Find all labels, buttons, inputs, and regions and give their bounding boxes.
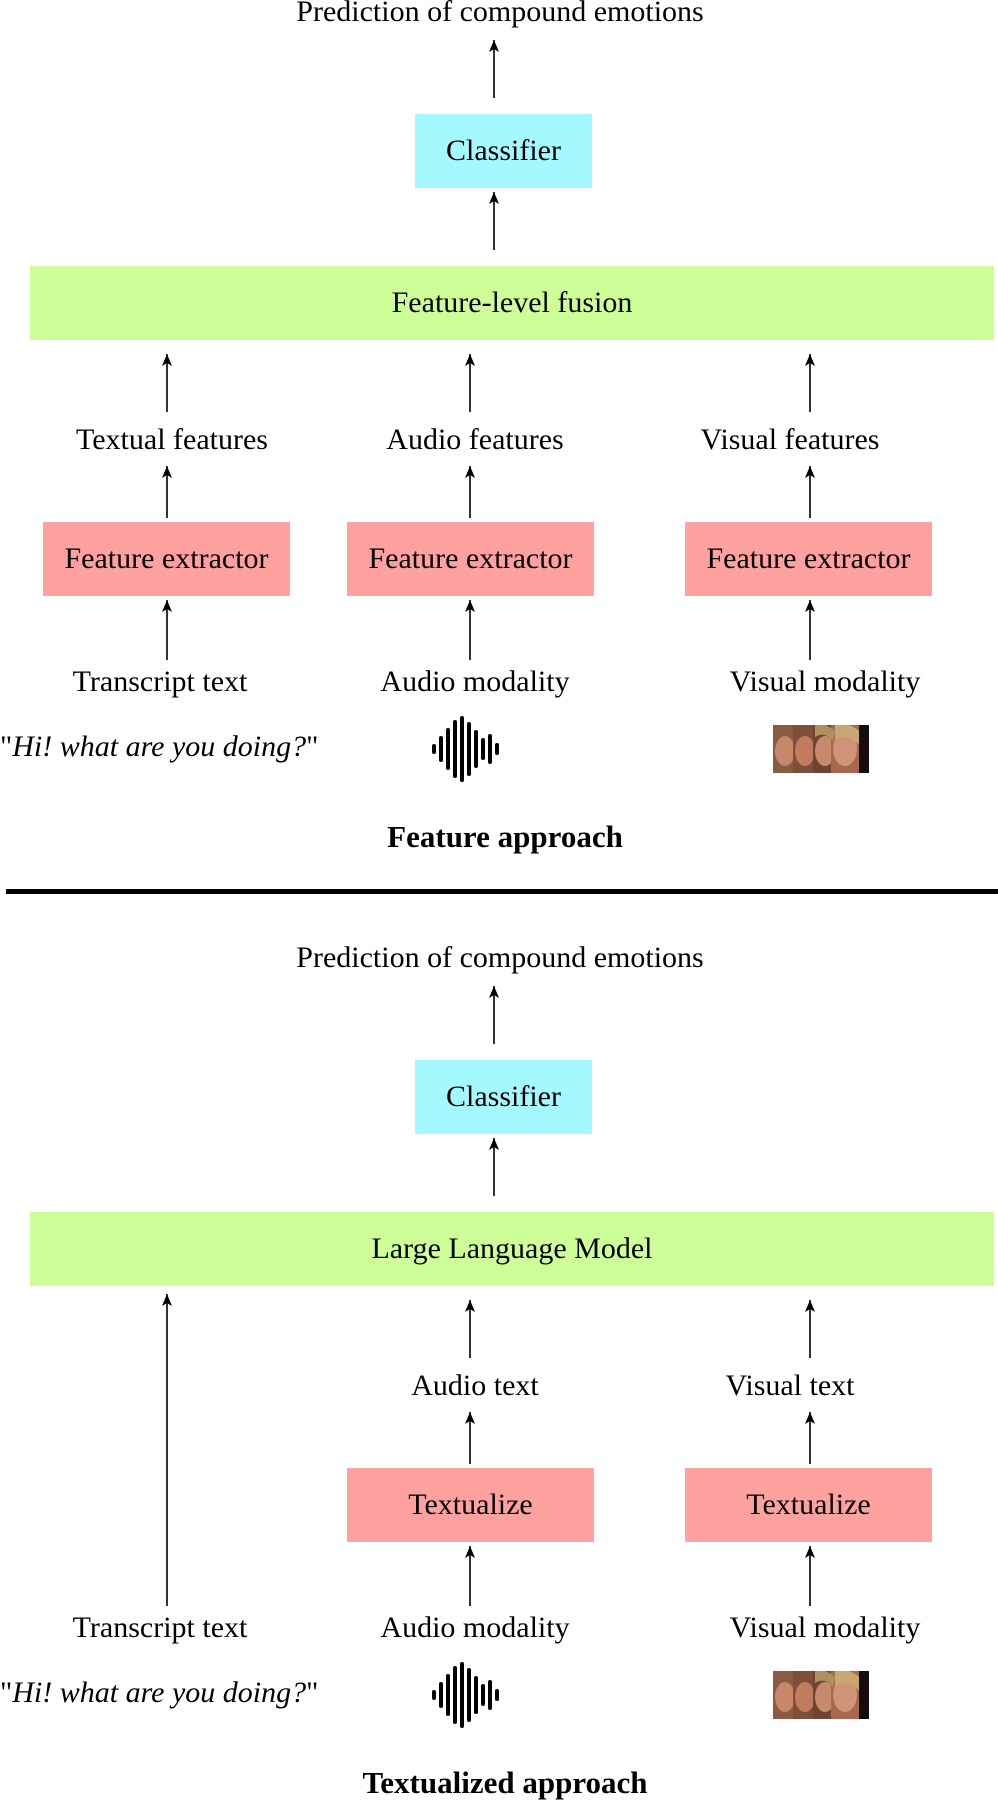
- transcript-text-label: Transcript text: [72, 665, 248, 698]
- textual-features-label: Textual features: [76, 423, 268, 456]
- transcript-text-label-2: Transcript text: [72, 1611, 248, 1644]
- textualized-classifier-box: Classifier: [415, 1060, 592, 1134]
- textualized-output-label: Prediction of compound emotions: [296, 941, 704, 974]
- visual-feature-extractor-box: Feature extractor: [685, 522, 932, 596]
- visual-text-label: Visual text: [725, 1369, 855, 1402]
- feature-fusion-box: Feature-level fusion: [30, 266, 994, 340]
- visual-modality-label: Visual modality: [729, 665, 921, 698]
- text-feature-extractor-box: Feature extractor: [43, 522, 290, 596]
- waveform-icon: [432, 716, 499, 782]
- face-frames-thumbnail: [773, 725, 869, 773]
- visual-features-label: Visual features: [700, 423, 880, 456]
- visual-textualize-box: Textualize: [685, 1468, 932, 1542]
- visual-modality-label-2: Visual modality: [729, 1611, 921, 1644]
- feature-classifier-box: Classifier: [415, 114, 592, 188]
- feature-output-label: Prediction of compound emotions: [296, 0, 704, 28]
- example-transcript-quote-2: "Hi! what are you doing?": [0, 1676, 319, 1709]
- audio-text-label: Audio text: [411, 1369, 539, 1402]
- section-divider: [6, 889, 998, 894]
- audio-textualize-box: Textualize: [347, 1468, 594, 1542]
- audio-features-label: Audio features: [386, 423, 564, 456]
- audio-feature-extractor-box: Feature extractor: [347, 522, 594, 596]
- feature-approach-title: Feature approach: [387, 819, 623, 854]
- audio-modality-label-2: Audio modality: [380, 1611, 570, 1644]
- example-transcript-quote: "Hi! what are you doing?": [0, 730, 319, 763]
- llm-box: Large Language Model: [30, 1212, 994, 1286]
- textualized-approach-title: Textualized approach: [362, 1765, 648, 1800]
- face-frames-thumbnail-2: [773, 1671, 869, 1719]
- audio-modality-label: Audio modality: [380, 665, 570, 698]
- waveform-icon-2: [432, 1662, 499, 1728]
